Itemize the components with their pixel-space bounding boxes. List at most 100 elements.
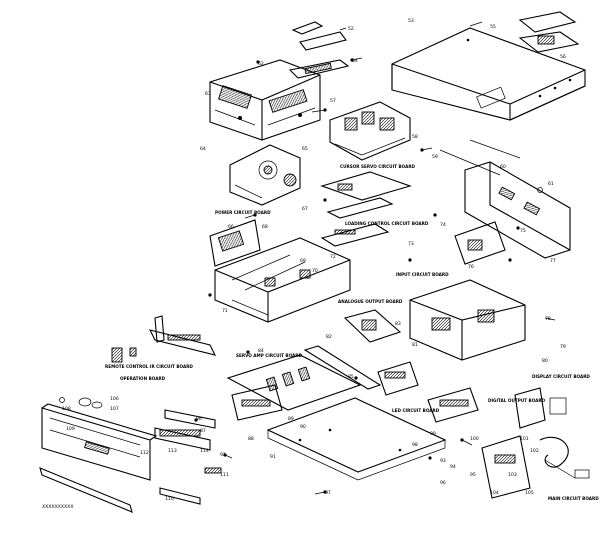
top-cover (391, 27, 586, 176)
label-operation: OPERATION BOARD (120, 376, 166, 381)
part-number: 77 (550, 258, 556, 264)
operation-board-left (111, 315, 217, 363)
part-number: 91 (270, 454, 276, 460)
part-number: 72 (330, 254, 336, 260)
label-digital-output: DIGITAL OUTPUT BOARD (488, 398, 546, 403)
servo-mechanism (229, 144, 301, 206)
part-number: 111 (220, 472, 229, 478)
display-board-small (231, 384, 283, 421)
part-number: 76 (468, 264, 474, 270)
part-number: 108 (62, 406, 71, 412)
right-small-boards (377, 361, 479, 423)
leader-lines (224, 21, 556, 495)
label-remote-control: REMOTE CONTROL IR CIRCUIT BOARD (105, 364, 193, 369)
part-number: 67 (302, 206, 308, 212)
part-number: 52 (348, 26, 354, 32)
part-number: 101 (520, 436, 529, 442)
part-number: 55 (490, 24, 496, 30)
main-chassis (214, 237, 351, 323)
part-number: 97 (325, 490, 331, 496)
part-number: 93 (440, 458, 446, 464)
cd-mechanism (209, 59, 321, 141)
loading-tray-chassis (409, 279, 526, 361)
part-number: 69 (300, 258, 306, 264)
label-analogue-output: ANALOGUE OUTPUT BOARD (338, 299, 403, 304)
callout-labels: CURSOR SERVO CIRCUIT BOARD LOADING CONTR… (105, 164, 599, 501)
part-number: 73 (408, 241, 414, 247)
part-number: 94 (450, 464, 456, 470)
part-number: 83 (395, 321, 401, 327)
small-board-top-right (518, 11, 580, 53)
part-number: 74 (440, 222, 446, 228)
part-number: 100 (470, 436, 479, 442)
bottom-plate (266, 397, 447, 481)
label-servo-amp: SERVO AMP CIRCUIT BOARD (236, 353, 303, 358)
long-slot-board (303, 345, 382, 390)
part-number: 112 (140, 450, 149, 456)
power-cord (539, 436, 590, 479)
part-number: 56 (560, 54, 566, 60)
part-number: 71 (222, 308, 228, 314)
part-number: 99 (430, 431, 436, 437)
part-number: 64 (200, 146, 206, 152)
part-number: 88 (248, 436, 254, 442)
part-number: 96 (440, 480, 446, 486)
label-input-board: INPUT CIRCUIT BOARD (396, 272, 449, 277)
front-panel (39, 403, 158, 513)
part-number: 81 (412, 342, 418, 348)
center-boards (320, 171, 412, 247)
label-cursor-servo: CURSOR SERVO CIRCUIT BOARD (340, 164, 416, 169)
part-number: 95 (470, 472, 476, 478)
part-number: 102 (530, 448, 539, 454)
part-number: 60 (500, 164, 506, 170)
part-number: 87 (200, 428, 206, 434)
label-led: LED CIRCUIT BOARD (392, 408, 440, 413)
part-number: 98 (412, 442, 418, 448)
small-knobs (59, 397, 103, 409)
part-number: 53 (408, 18, 414, 24)
part-number: 114 (200, 448, 209, 454)
part-number: 54 (352, 58, 358, 64)
part-number: 107 (110, 406, 119, 412)
part-number: 85 (348, 374, 354, 380)
part-number: 110 (165, 496, 174, 502)
part-number: 103 (508, 472, 517, 478)
part-number: 78 (545, 316, 551, 322)
center-square-part (343, 309, 402, 343)
main-circuit-board (226, 354, 362, 411)
part-number: 89 (288, 416, 294, 422)
part-number: 82 (326, 334, 332, 340)
part-number: 109 (66, 426, 75, 432)
top-bracket (288, 21, 350, 79)
part-number: 57 (330, 98, 336, 104)
part-number: 79 (560, 344, 566, 350)
part-number: 59 (432, 154, 438, 160)
part-number: 58 (412, 134, 418, 140)
part-number: 90 (300, 424, 306, 430)
label-loading-control: LOADING CONTROL CIRCUIT BOARD (345, 221, 429, 226)
part-number: 70 (312, 268, 318, 274)
label-main-board: MAIN CIRCUIT BOARD (548, 496, 599, 501)
rear-panel (464, 161, 571, 259)
part-number: 105 (525, 490, 534, 496)
label-display: DISPLAY CIRCUIT BOARD (532, 374, 590, 379)
part-number: 62 (258, 61, 264, 67)
part-number: 63 (205, 91, 211, 97)
left-frame (209, 219, 261, 267)
part-number: 84 (258, 348, 264, 354)
power-circuit-board (329, 101, 411, 161)
part-number: 113 (168, 448, 177, 454)
right-lower-bracket (481, 387, 567, 499)
part-number: 106 (110, 396, 119, 402)
part-number: 80 (542, 358, 548, 364)
label-power-board: POWER CIRCUIT BOARD (215, 210, 271, 215)
part-number: 61 (548, 181, 554, 187)
part-number: 66 (228, 224, 234, 230)
part-number: 68 (262, 224, 268, 230)
part-number: 104 (490, 490, 499, 496)
front-buttons (154, 409, 222, 505)
part-number: 92 (220, 452, 226, 458)
